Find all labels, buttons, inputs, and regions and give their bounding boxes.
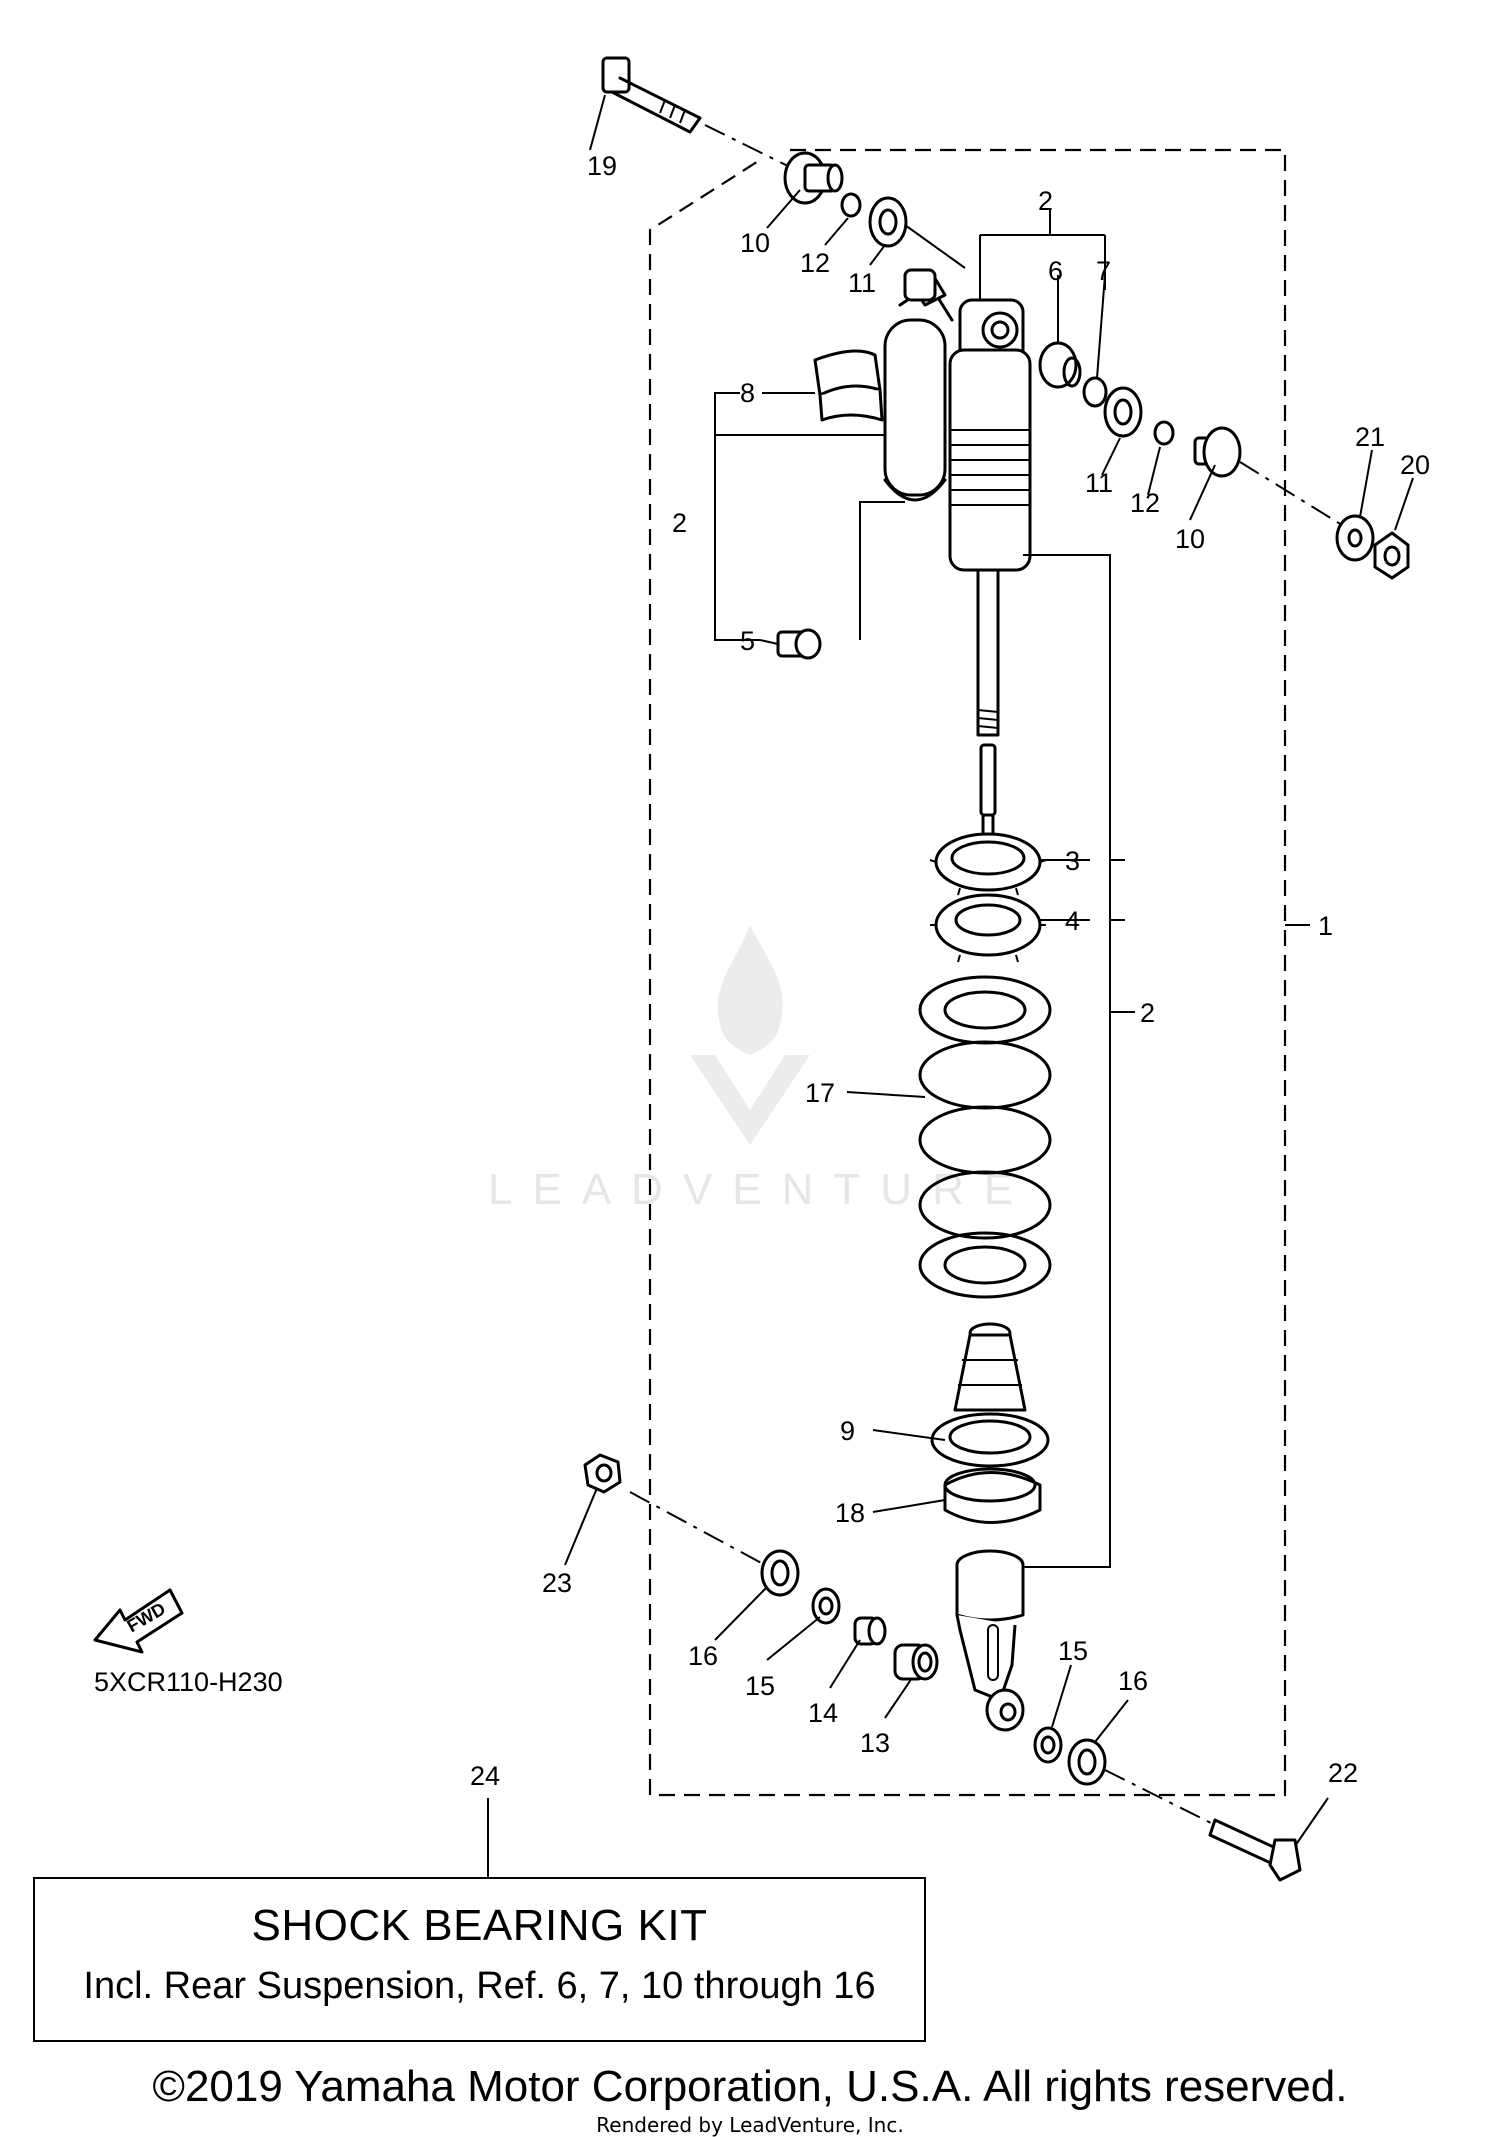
callout-8: 8 (740, 378, 755, 408)
callout-19: 19 (587, 151, 617, 181)
ring-7 (1082, 376, 1108, 408)
callout-22: 22 (1328, 1758, 1358, 1788)
ring-nut-4 (930, 893, 1046, 963)
callout-18: 18 (835, 1498, 865, 1528)
rendered-by-note: Rendered by LeadVenture, Inc. (596, 2113, 904, 2137)
seal-16-left (760, 1549, 800, 1597)
watermark-logo (690, 925, 810, 1145)
oring-12-upper (840, 192, 862, 218)
washer-21 (1335, 514, 1375, 562)
collar-14 (853, 1616, 887, 1646)
axis-upper-left (704, 124, 801, 173)
callout-23: 23 (542, 1568, 572, 1598)
callout-14: 14 (808, 1698, 838, 1728)
callout-3: 3 (1065, 846, 1080, 876)
axis-lower-right (1104, 1769, 1216, 1826)
oil-seal-11-right (1103, 386, 1143, 438)
bearing-13 (893, 1643, 939, 1681)
copyright-notice: ©2019 Yamaha Motor Corporation, U.S.A. A… (152, 2062, 1348, 2111)
callout-21: 21 (1355, 422, 1385, 452)
kit-title: SHOCK BEARING KIT (251, 1901, 708, 1950)
band-8 (813, 349, 884, 422)
callout-12-right: 12 (1130, 488, 1160, 518)
callout-20: 20 (1400, 450, 1430, 480)
bolt-22 (1208, 1818, 1302, 1882)
spring-17 (918, 975, 1052, 1299)
callout-24: 24 (470, 1761, 500, 1791)
callout-17: 17 (805, 1078, 835, 1108)
valve-5 (776, 628, 822, 660)
collar-10-upper (783, 151, 844, 205)
shock-bearing-kit-box: SHOCK BEARING KIT Incl. Rear Suspension,… (33, 1877, 926, 2042)
drawing-code: 5XCR110-H230 (94, 1667, 283, 1697)
shock-body (948, 298, 1032, 737)
axis-lower-left (629, 1491, 766, 1566)
collar-15-left (811, 1587, 841, 1625)
axis-upper-right (1239, 461, 1351, 531)
nut-23 (583, 1453, 622, 1494)
callout-labels: 19 10 12 11 2 6 7 8 2 5 11 12 10 21 20 3… (470, 151, 1430, 1791)
collar-15-right (1033, 1726, 1063, 1764)
callout-11-right: 11 (1085, 468, 1113, 498)
callout-2-right: 2 (1140, 998, 1155, 1028)
reservoir (883, 268, 954, 502)
callout-15-left: 15 (745, 1671, 775, 1701)
callout-2-left: 2 (672, 508, 687, 538)
callout-13: 13 (860, 1728, 890, 1758)
callout-16-right: 16 (1118, 1666, 1148, 1696)
callout-6: 6 (1048, 256, 1063, 286)
callout-7: 7 (1096, 256, 1111, 286)
callout-12-upper: 12 (800, 248, 830, 278)
callout-10-upper: 10 (740, 228, 770, 258)
nut-20 (1373, 531, 1410, 580)
bump-stopper (953, 1322, 1027, 1412)
oil-seal-11-upper (868, 196, 908, 248)
callout-11-upper: 11 (848, 268, 876, 298)
ring-nut-3 (929, 832, 1047, 896)
callout-15-right: 15 (1058, 1636, 1088, 1666)
assembly-boundary (648, 148, 1287, 1797)
bolt-19 (601, 56, 702, 134)
callout-16-left: 16 (688, 1641, 718, 1671)
callout-2-top: 2 (1038, 186, 1053, 216)
callout-10-right: 10 (1175, 524, 1205, 554)
collar-10-right (1193, 426, 1242, 478)
seal-16-right (1067, 1738, 1107, 1786)
bushing-6 (1038, 341, 1082, 389)
push-rod (979, 743, 997, 817)
callout-5: 5 (740, 626, 755, 656)
callout-4: 4 (1065, 906, 1080, 936)
callout-1: 1 (1318, 911, 1333, 941)
leader-lines (487, 94, 1414, 1877)
callout-9: 9 (840, 1416, 855, 1446)
kit-description: Incl. Rear Suspension, Ref. 6, 7, 10 thr… (83, 1965, 876, 2007)
fwd-arrow-icon: FWD (93, 1588, 184, 1654)
spring-guide-9 (930, 1412, 1050, 1468)
oring-12-right (1153, 420, 1175, 446)
stopper-18 (943, 1467, 1042, 1524)
lower-clevis (955, 1549, 1025, 1732)
